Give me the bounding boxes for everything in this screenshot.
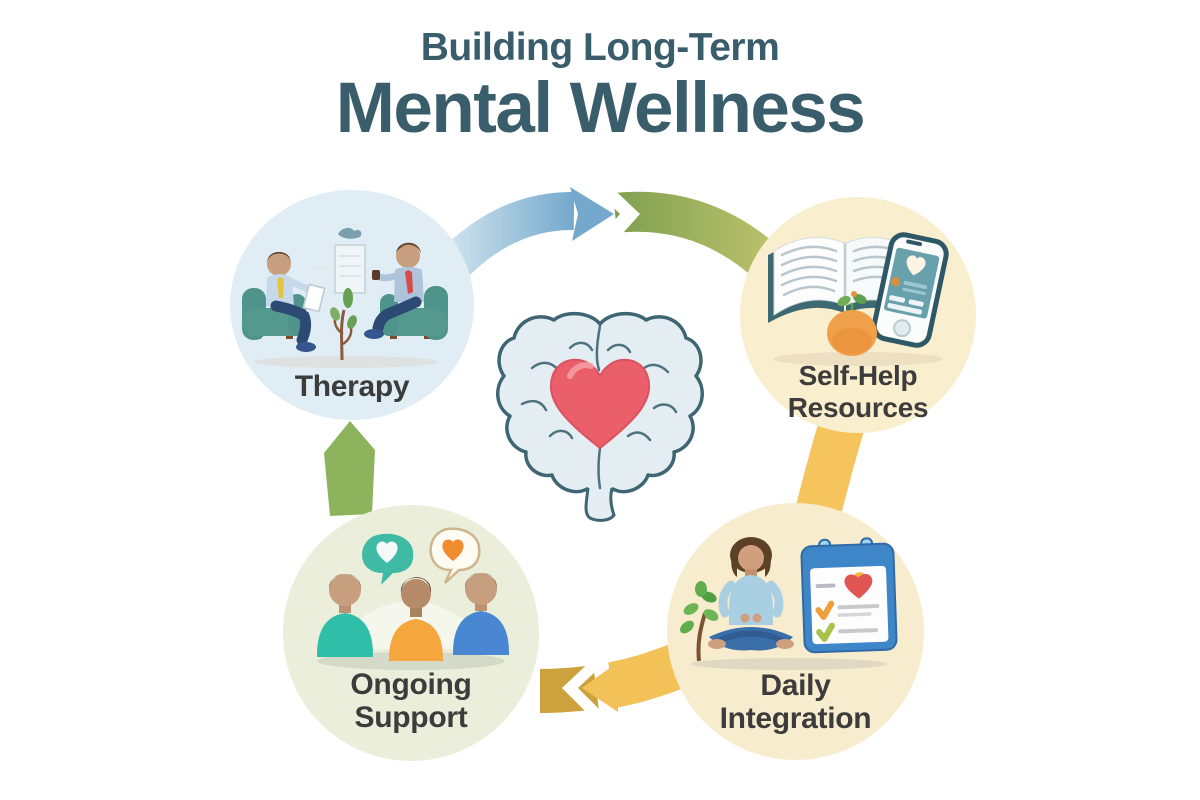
page-title: Building Long-Term Mental Wellness [0, 26, 1200, 149]
calendar-icon [800, 537, 898, 654]
plant-icon [680, 581, 719, 662]
brain-with-heart-icon [496, 311, 704, 522]
ongoing-line-1: Ongoing [350, 667, 472, 701]
person-client [364, 242, 424, 339]
node-ongoing-support: Ongoing Support [283, 505, 539, 761]
plant-icon [330, 288, 357, 361]
speech-bubble-teal [362, 533, 414, 585]
node-label-self-help: Self-Help Resources [740, 360, 976, 423]
ongoing-line-2: Support [354, 701, 468, 735]
person-blue [453, 573, 509, 655]
node-self-help-resources: Self-Help Resources [740, 197, 976, 433]
arrow-top-therapy-to-selfhelp [436, 178, 780, 282]
meditation-calendar-illustration [680, 537, 898, 670]
title-line-2: Mental Wellness [335, 69, 866, 148]
book-and-phone-illustration [768, 232, 949, 366]
title-line-1: Building Long-Term [420, 26, 780, 69]
phone-icon [871, 232, 949, 348]
person-therapist [266, 252, 326, 352]
self-help-line-2: Resources [787, 391, 929, 423]
therapy-session-illustration [242, 227, 448, 368]
person-teal [317, 574, 373, 657]
daily-line-1: Daily [760, 668, 831, 702]
arrow-right-selfhelp-to-daily [795, 417, 865, 518]
speech-bubble-white [429, 527, 481, 584]
center-icon-wrap [492, 308, 708, 526]
node-label-ongoing: Ongoing Support [283, 668, 539, 735]
person-meditating [708, 537, 794, 651]
self-help-line-1: Self-Help [798, 360, 918, 392]
arrow-left-ongoing-to-therapy [324, 421, 375, 516]
heart-icon [549, 358, 651, 450]
node-daily-integration: Daily Integration [667, 503, 924, 760]
arrow-bottom-daily-to-ongoing [539, 642, 691, 722]
support-group-illustration [317, 527, 509, 670]
person-orange [389, 577, 443, 661]
plant-vase-icon [827, 291, 877, 356]
daily-line-2: Integration [719, 702, 872, 736]
node-label-daily: Daily Integration [667, 669, 924, 736]
node-label-therapy: Therapy [294, 370, 410, 404]
node-therapy: Therapy [230, 190, 474, 420]
